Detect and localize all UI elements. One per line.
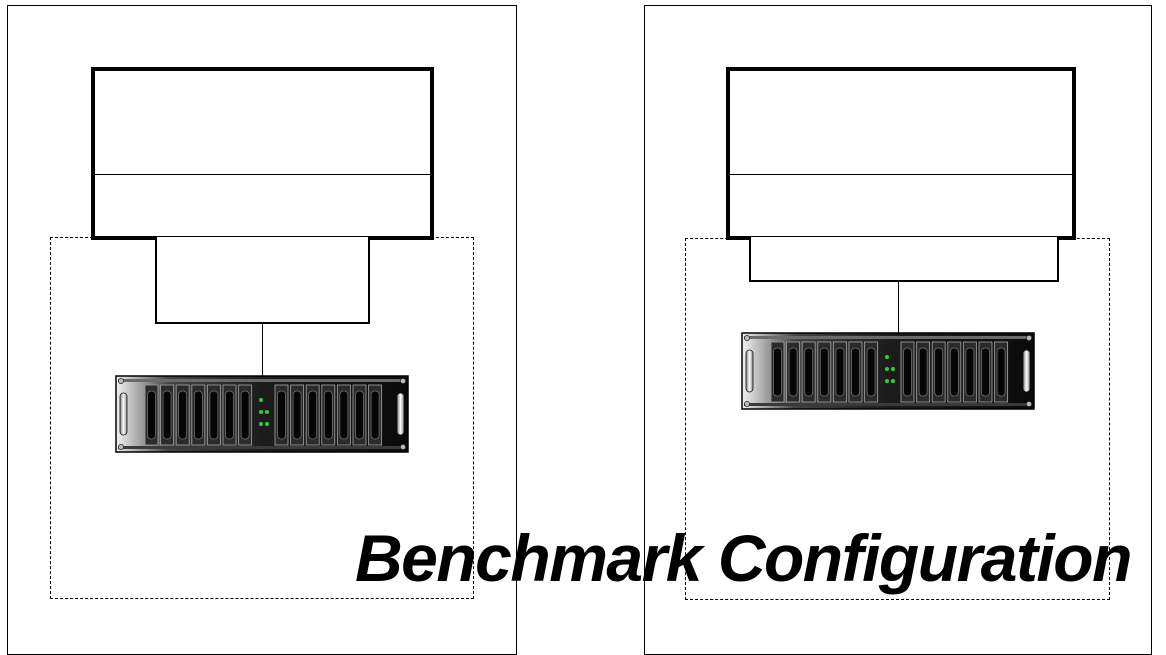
mount-screw [118,378,124,384]
drive-bay-latch [225,390,234,440]
drive-bay-latch [866,347,876,397]
left-handle [119,392,128,436]
drive-bay-latch [835,347,845,397]
drive-bay-latch [918,347,928,397]
mount-screw [400,444,406,450]
array-top-rail [118,379,406,382]
drive-bay-latch [370,390,380,440]
drive-bay-latch [965,347,975,397]
drive-bay-latch [773,347,782,397]
right-host-divider [730,174,1072,175]
drive-bay-latch [147,390,156,440]
left-connection-line [262,323,263,377]
array-top-rail [744,336,1032,339]
status-led [265,422,269,426]
status-led [885,367,889,371]
mount-screw [744,401,750,407]
drive-bay-latch [193,390,203,440]
drive-bay-latch [209,390,219,440]
left-disk-array-icon [115,375,409,453]
array-bottom-rail [118,446,406,449]
drive-bay-latch [949,347,959,397]
drive-bay-latch [240,390,250,440]
left-host-adapter [155,237,370,324]
right-connection-line [898,281,899,333]
drive-bay-latch [355,390,364,440]
left-host-system [91,67,434,240]
status-led [885,355,889,359]
mount-screw [744,335,750,341]
status-led [259,422,263,426]
drive-bay-latch [819,347,829,397]
drive-bay-latch [851,347,860,397]
status-led [891,367,895,371]
status-led [885,379,889,383]
drive-bay-latch [162,390,172,440]
left-host-divider [95,174,430,175]
status-led [265,410,269,414]
left-handle [745,349,754,393]
drive-bay-latch [292,390,302,440]
array-bottom-rail [744,403,1032,406]
mount-screw [1026,335,1032,341]
status-led [259,398,263,402]
diagram-caption: Benchmark Configuration [355,521,1132,595]
right-disk-array-icon [741,332,1035,410]
drive-bay-latch [339,390,349,440]
drive-bay-latch [804,347,814,397]
drive-bay-latch [903,347,912,397]
status-led [891,379,895,383]
mount-screw [118,444,124,450]
right-host-system [726,67,1076,240]
drive-bay-latch [788,347,798,397]
drive-bay-latch [308,390,318,440]
drive-bay-latch [981,347,990,397]
mount-screw [1026,401,1032,407]
mount-screw [400,378,406,384]
right-handle [396,392,405,436]
drive-bay-latch [934,347,944,397]
drive-bay-latch [277,390,286,440]
status-led [259,410,263,414]
right-host-adapter [749,237,1059,282]
drive-bay-latch [323,390,333,440]
right-handle [1022,349,1031,393]
drive-bay-latch [996,347,1006,397]
drive-bay-latch [178,390,188,440]
